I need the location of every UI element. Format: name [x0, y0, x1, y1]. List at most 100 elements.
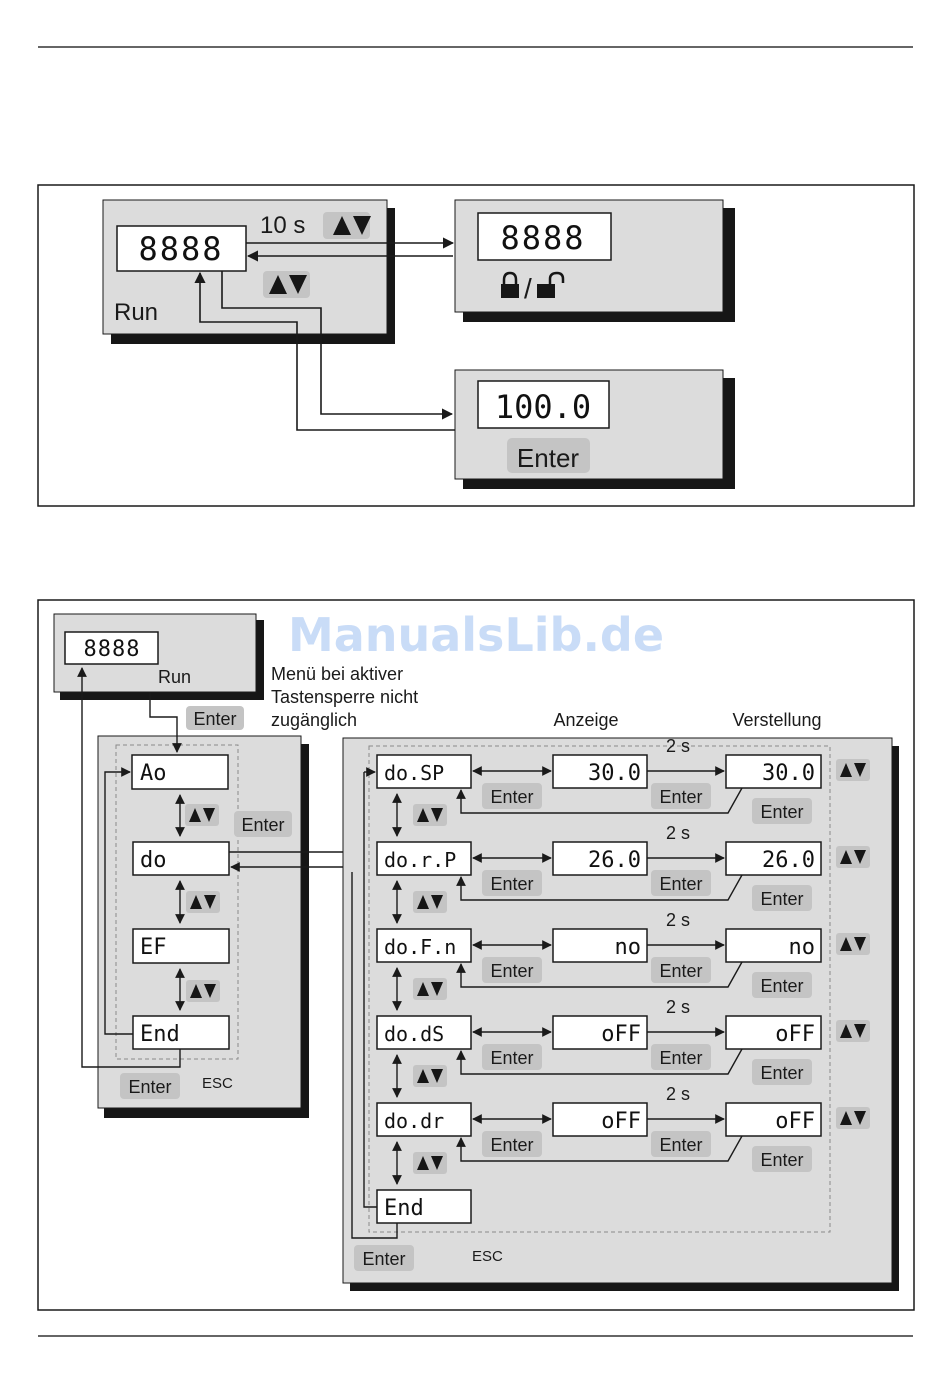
- enter-key-label: Enter: [760, 802, 803, 822]
- submenu-param-box[interactable]: [376, 1102, 472, 1137]
- verstellung-value-box[interactable]: [725, 928, 822, 963]
- verstellung-value-box[interactable]: [725, 754, 822, 789]
- up-down-arrows-icon[interactable]: [186, 980, 220, 1002]
- submenu-param-box[interactable]: [376, 754, 472, 789]
- enter-key[interactable]: [752, 972, 812, 998]
- anzeige-value: no: [615, 935, 642, 960]
- up-down-arrows-icon[interactable]: [323, 212, 371, 239]
- menu-item-do[interactable]: [132, 841, 230, 876]
- menu-item-end-label: End: [140, 1022, 180, 1047]
- enter-key[interactable]: [752, 1059, 812, 1085]
- enter-key-label: Enter: [490, 1048, 533, 1068]
- anzeige-value-box: [552, 754, 648, 789]
- enter-key[interactable]: [651, 957, 711, 983]
- enter-key-label: Enter: [659, 1048, 702, 1068]
- enter-key[interactable]: [186, 706, 244, 730]
- lock-separator: /: [524, 273, 532, 304]
- run-display-small-value: 8888: [84, 637, 141, 662]
- enter-key[interactable]: [482, 783, 542, 809]
- up-down-arrows-icon[interactable]: [836, 759, 870, 781]
- up-down-arrows-icon[interactable]: [185, 804, 219, 826]
- enter-key[interactable]: [651, 870, 711, 896]
- menu-item-ef[interactable]: [132, 928, 230, 964]
- up-down-arrows-icon[interactable]: [836, 933, 870, 955]
- enter-key[interactable]: [651, 1131, 711, 1157]
- submenu-param-box[interactable]: [376, 841, 472, 876]
- enter-key[interactable]: [120, 1073, 180, 1099]
- enter-key-label: Enter: [760, 1150, 803, 1170]
- enter-key[interactable]: [482, 1044, 542, 1070]
- enter-key[interactable]: [752, 1146, 812, 1172]
- enter-key-label: Enter: [241, 815, 284, 835]
- enter-key-label: Enter: [490, 874, 533, 894]
- lock-panel: 8888 /: [454, 199, 735, 322]
- up-down-arrows-icon[interactable]: [413, 804, 447, 826]
- anzeige-value-box: [552, 841, 648, 876]
- enter-key-label: Enter: [760, 1063, 803, 1083]
- enter-key-label: Enter: [659, 1135, 702, 1155]
- up-down-arrows-icon[interactable]: [186, 891, 220, 913]
- up-down-arrows-icon[interactable]: [836, 1020, 870, 1042]
- verstellung-value: 26.0: [762, 848, 815, 873]
- menu-item-ao-label: Ao: [140, 761, 167, 786]
- lock-open-icon: [537, 271, 565, 298]
- run-panel-small: 8888 Run: [53, 613, 264, 700]
- enter-key[interactable]: [651, 783, 711, 809]
- enter-key[interactable]: [234, 811, 292, 837]
- verstellung-value-box[interactable]: [725, 1015, 822, 1050]
- enter-key[interactable]: [752, 885, 812, 911]
- anzeige-value: oFF: [601, 1109, 641, 1134]
- menu-item-end[interactable]: [132, 1015, 230, 1050]
- up-down-arrows-icon[interactable]: [413, 978, 447, 1000]
- enter-key[interactable]: [651, 1044, 711, 1070]
- figure-1: 8888 Run 10 s 8888 /: [37, 184, 915, 507]
- submenu-param-box[interactable]: [376, 1015, 472, 1050]
- enter-key-label: Enter: [659, 961, 702, 981]
- watermark: ManualsLib.de: [288, 608, 664, 662]
- esc-label: ESC: [202, 1075, 233, 1092]
- verstellung-value-box[interactable]: [725, 841, 822, 876]
- delay-label: 2 s: [666, 823, 690, 843]
- up-down-arrows-icon[interactable]: [413, 1065, 447, 1087]
- menu-item-ef-label: EF: [140, 935, 167, 960]
- enter-key-label: Enter: [490, 961, 533, 981]
- submenu-param-label: do.F.n: [384, 935, 456, 959]
- anzeige-value: 30.0: [588, 761, 641, 786]
- note-line-3: zugänglich: [271, 710, 357, 730]
- up-down-arrows-icon[interactable]: [413, 1152, 447, 1174]
- up-down-arrows-icon[interactable]: [836, 846, 870, 868]
- menu-item-do-label: do: [140, 848, 167, 873]
- submenu-param-label: do.SP: [384, 761, 444, 785]
- enter-key[interactable]: [482, 870, 542, 896]
- delay-label: 2 s: [666, 997, 690, 1017]
- run-display: [116, 225, 247, 272]
- enter-key[interactable]: [507, 438, 590, 473]
- enter-key[interactable]: [482, 957, 542, 983]
- run-display-value: 8888: [138, 230, 223, 268]
- enter-key[interactable]: [752, 798, 812, 824]
- submenu-end[interactable]: [376, 1189, 472, 1224]
- verstellung-value: 30.0: [762, 761, 815, 786]
- enter-key[interactable]: [482, 1131, 542, 1157]
- verstellung-value: no: [789, 935, 816, 960]
- enter-key-label: Enter: [659, 874, 702, 894]
- delay-label: 2 s: [666, 1084, 690, 1104]
- enter-key-label: Enter: [517, 443, 579, 473]
- enter-key-label: Enter: [490, 1135, 533, 1155]
- up-down-arrows-icon[interactable]: [413, 891, 447, 913]
- run-label: Run: [114, 299, 158, 326]
- up-down-arrows-icon[interactable]: [836, 1107, 870, 1129]
- main-menu-panel: Ao do EF End Enter Enter ESC: [97, 735, 309, 1118]
- anzeige-value: 26.0: [588, 848, 641, 873]
- up-down-arrows-icon[interactable]: [263, 271, 310, 298]
- menu-item-ao[interactable]: [131, 754, 229, 790]
- submenu-param-box[interactable]: [376, 928, 472, 963]
- delay-label: 2 s: [666, 910, 690, 930]
- note-line-2: Tastensperre nicht: [271, 687, 418, 707]
- figure-2: 8888 Run Menü bei aktiver Tastensperre n…: [37, 599, 915, 1311]
- enter-key[interactable]: [354, 1245, 414, 1271]
- delay-label: 2 s: [666, 736, 690, 756]
- verstellung-value-box[interactable]: [725, 1102, 822, 1137]
